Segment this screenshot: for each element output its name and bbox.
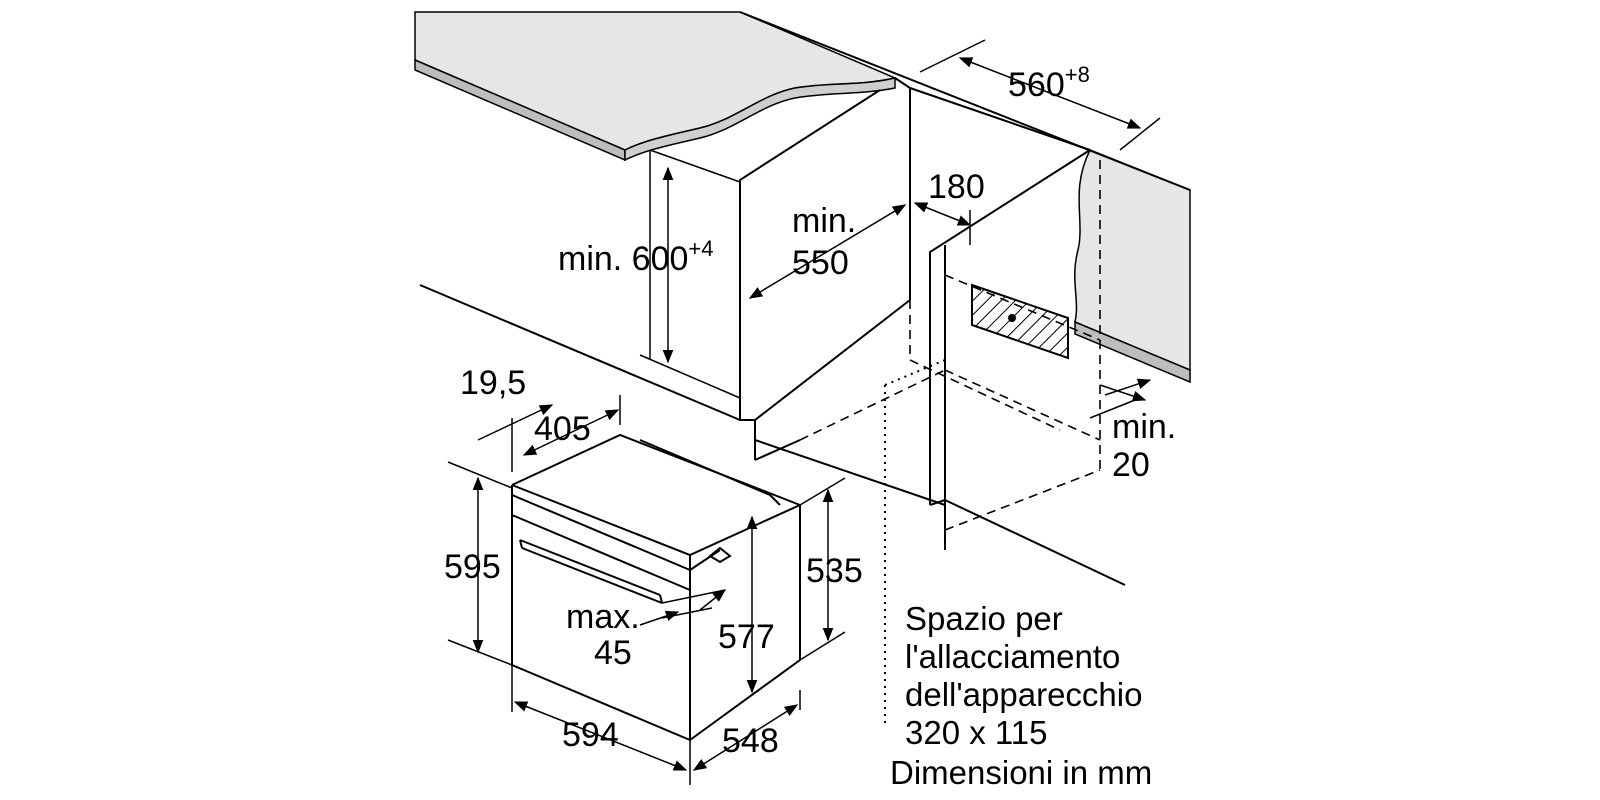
- oven-depth-label: 548: [722, 722, 779, 760]
- oven: [511, 433, 801, 742]
- dimension-lines: [447, 39, 1161, 785]
- niche-height-label: min. 600+4: [558, 236, 714, 278]
- connection-note: Spazio per l'allacciamento dell'apparecc…: [905, 600, 1142, 751]
- top-depth-label: 405: [534, 410, 591, 448]
- bottom-gap-label-2: 20: [1112, 446, 1150, 484]
- niche-width-label: 560+8: [1008, 62, 1090, 104]
- bottom-gap-label-1: min.: [1112, 408, 1176, 446]
- oven-side-height-label: 535: [806, 552, 863, 590]
- panel-height-label: 577: [718, 618, 775, 656]
- connection-note-line2: l'allacciamento: [905, 638, 1120, 675]
- connection-note-line3: dell'apparecchio: [905, 676, 1142, 713]
- hidden-edges: [799, 274, 1101, 725]
- units-note: Dimensioni in mm: [890, 754, 1152, 791]
- connection-note-line4: 320 x 115: [905, 714, 1048, 751]
- connection-note-line1: Spazio per: [905, 600, 1063, 637]
- front-overhang-label: 19,5: [460, 364, 526, 402]
- handle-protrusion-label-1: max.: [566, 598, 640, 636]
- countertop: [414, 11, 898, 162]
- oven-height-label: 595: [444, 548, 501, 586]
- right-cabinet: [1074, 149, 1191, 384]
- rear-gap-label: 180: [928, 168, 985, 206]
- connection-box: [971, 283, 1069, 360]
- oven-width-label: 594: [562, 716, 619, 754]
- niche-walls: [419, 11, 1191, 586]
- handle-protrusion-label-2: 45: [594, 634, 632, 672]
- niche-depth-label-2: 550: [792, 244, 849, 282]
- niche-depth-label-1: min.: [792, 202, 856, 240]
